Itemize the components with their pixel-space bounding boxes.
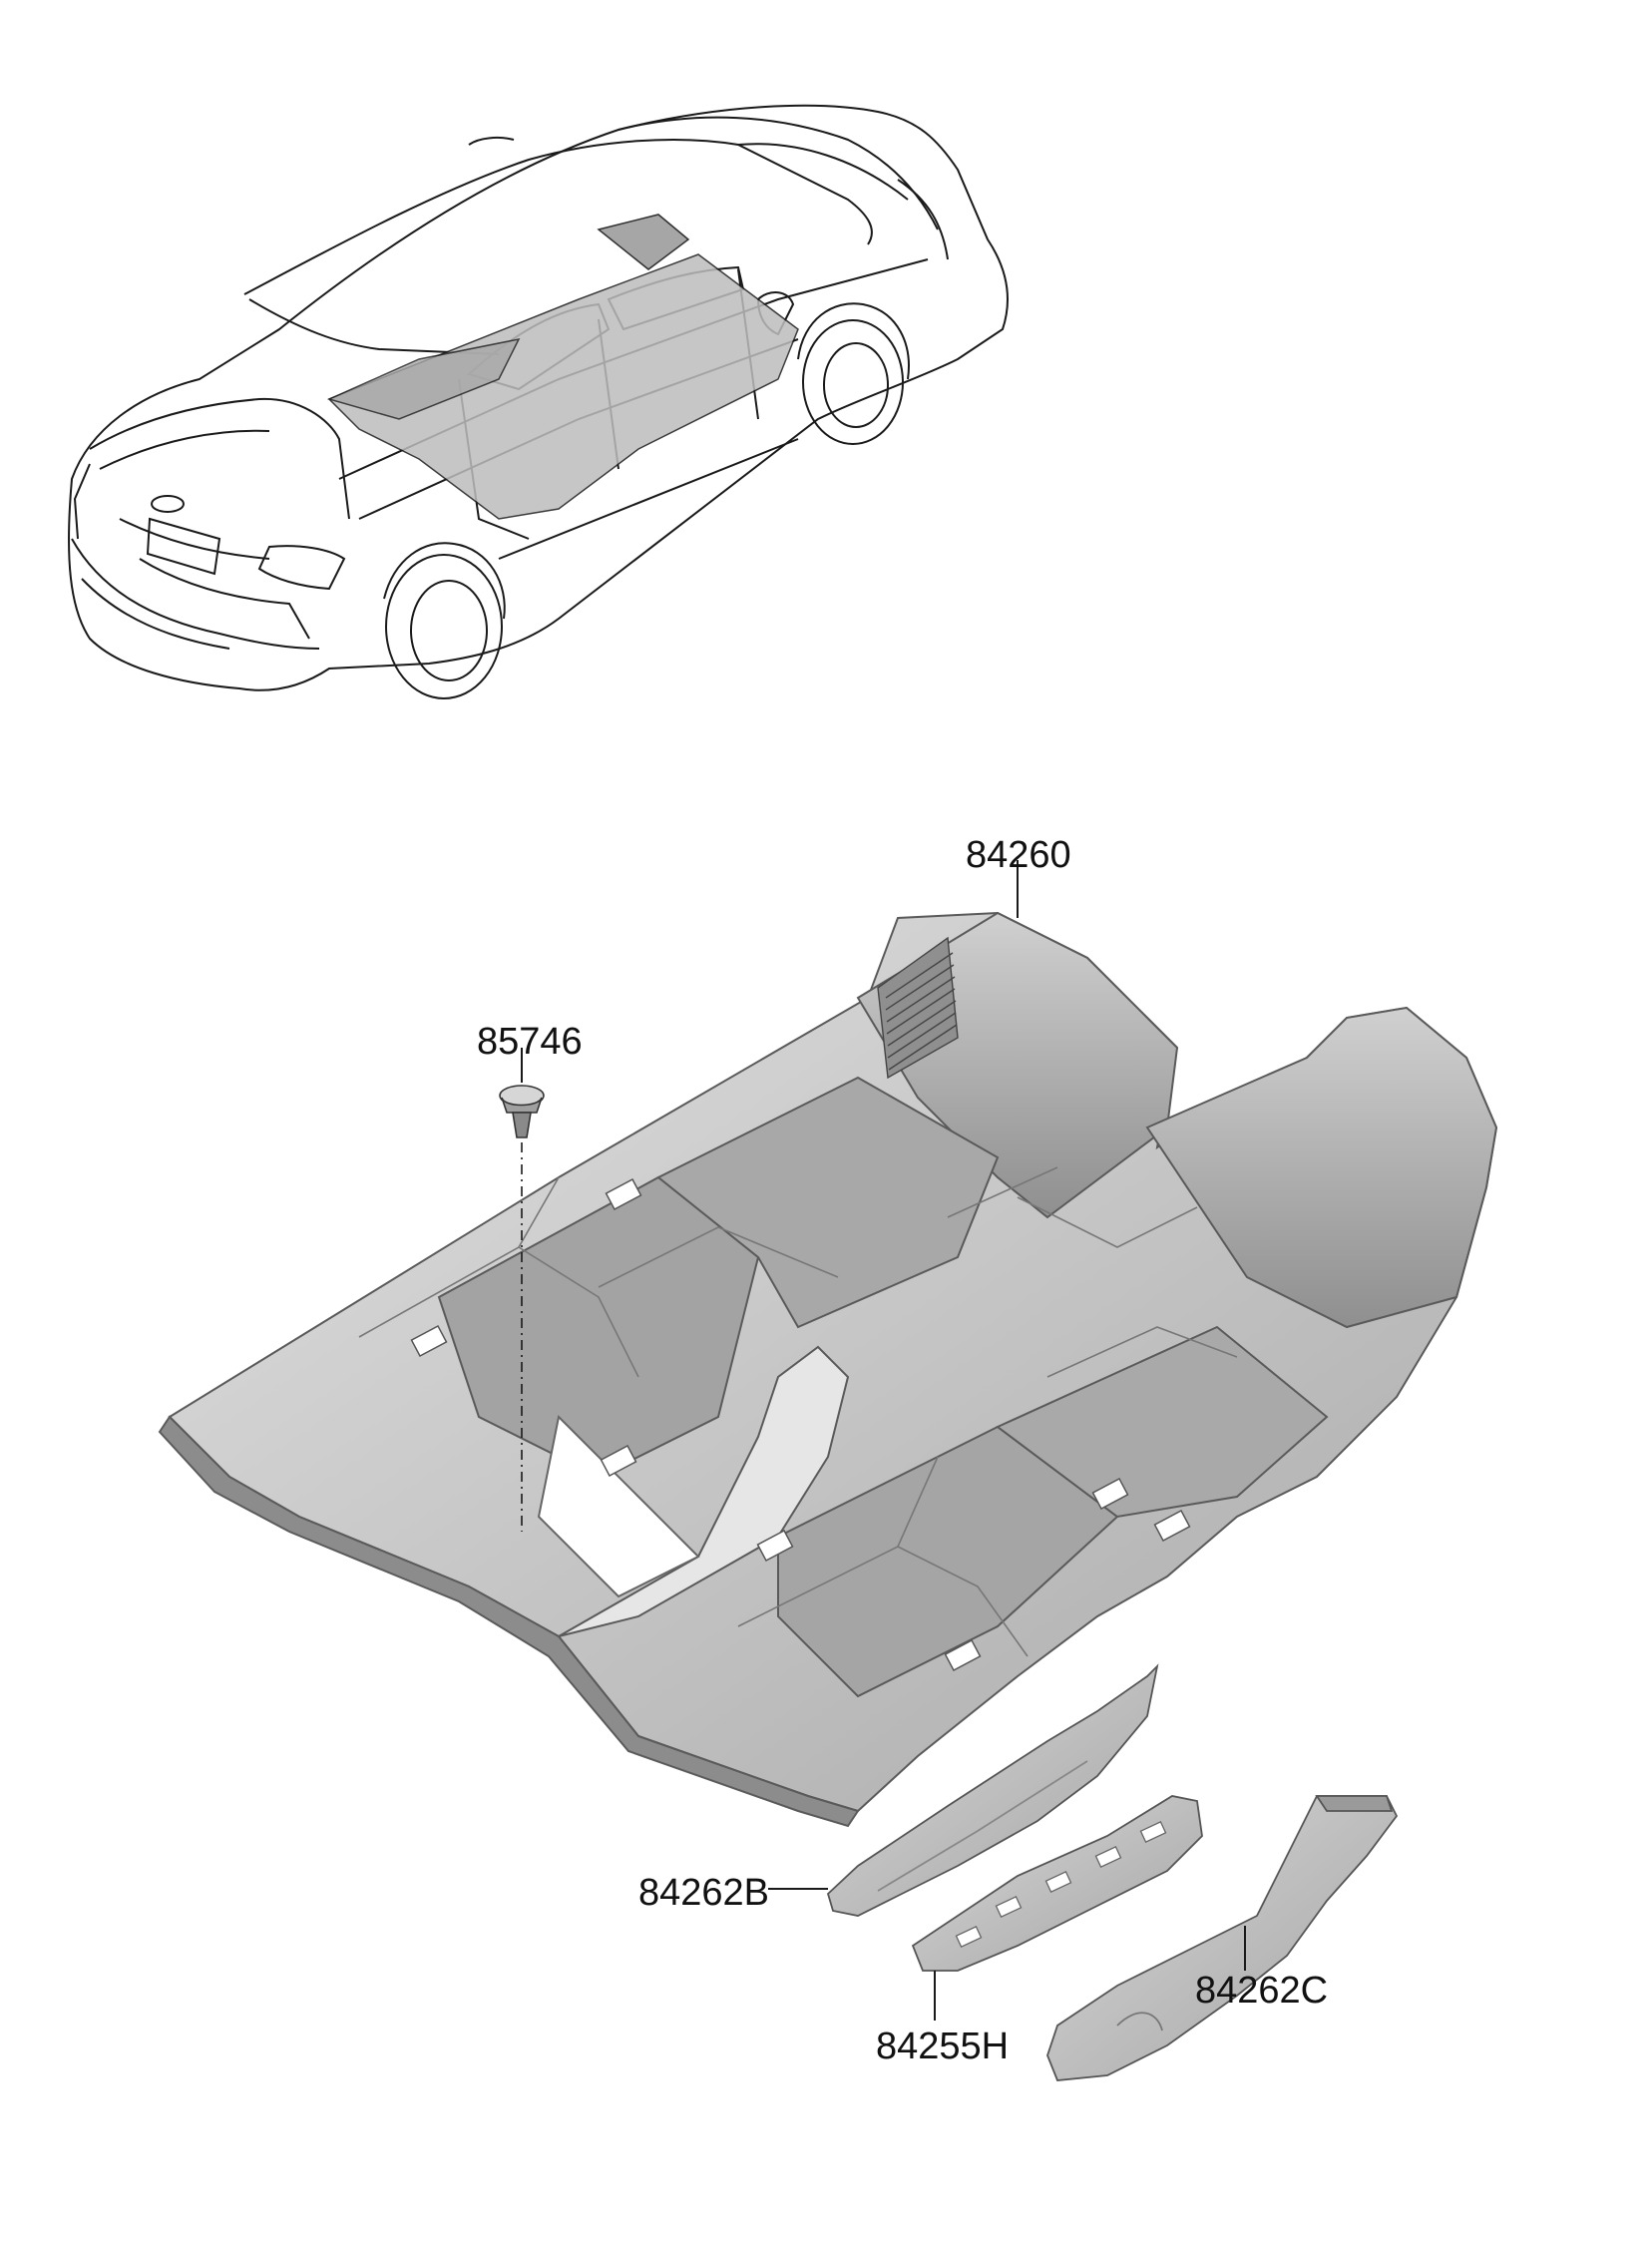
vehicle-carpet-highlight — [326, 214, 799, 520]
part-label-84255H[interactable]: 84255H — [876, 2026, 1010, 2067]
part-label-84260[interactable]: 84260 — [966, 834, 1071, 876]
part-label-84262C[interactable]: 84262C — [1195, 1970, 1329, 2012]
vehicle-outline — [68, 104, 1009, 699]
heel-pad-ribs — [877, 936, 959, 1080]
pad-84255H-illustration — [911, 1795, 1203, 1972]
cover-84262C-illustration — [1046, 1795, 1399, 2081]
part-label-84262B[interactable]: 84262B — [638, 1872, 770, 1914]
clip-illustration — [499, 1085, 545, 1138]
carpet-main-illustration — [158, 911, 1498, 1828]
part-label-85746[interactable]: 85746 — [477, 1021, 583, 1063]
cover-84262B-illustration — [826, 1663, 1159, 1917]
